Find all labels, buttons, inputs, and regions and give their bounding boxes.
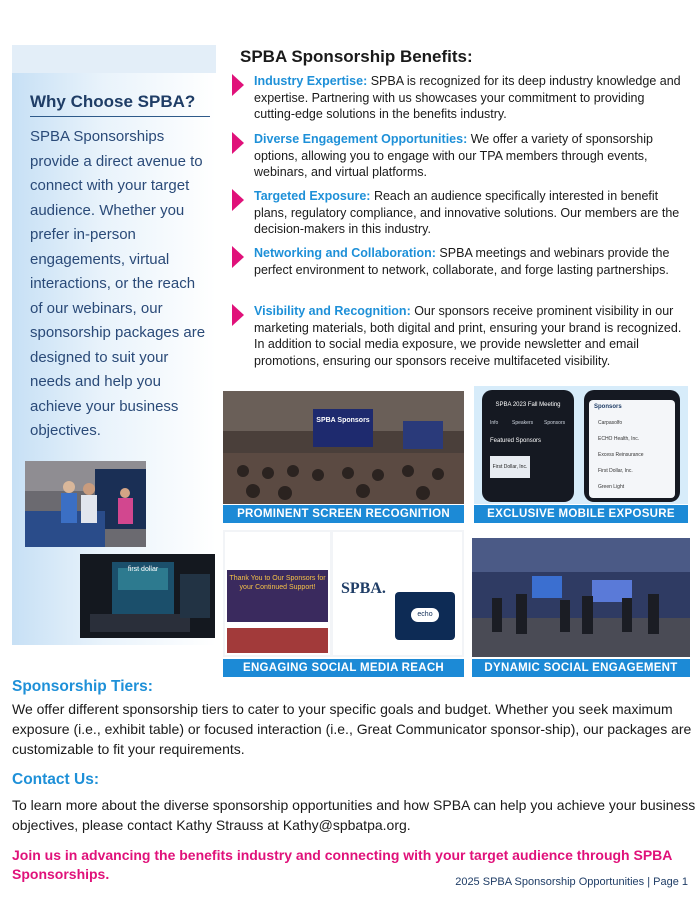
mobile-app-image: SPBA 2023 Fall Meeting Info Speakers Spo… (474, 386, 688, 504)
page-footer: 2025 SPBA Sponsorship Opportunities | Pa… (455, 876, 688, 888)
phone-section: Featured Sponsors (490, 438, 542, 444)
tiers-body: We offer different sponsorship tiers to … (12, 701, 692, 757)
benefit-lead: Visibility and Recognition: (254, 304, 411, 318)
networking-photo (472, 538, 690, 657)
benefits-title: SPBA Sponsorship Benefits: (240, 47, 473, 66)
screen-sponsors-text: SPBA Sponsors (316, 417, 370, 424)
contact-heading: Contact Us: (12, 771, 99, 788)
benefit-text: SPBA is recognized for its deep industry… (254, 74, 681, 121)
benefit-text: We offer a variety of sponsorship option… (254, 132, 653, 179)
conference-screen-photo: SPBA Sponsors (223, 391, 464, 504)
sidebar-divider (30, 116, 210, 117)
phone-mockup-right: Sponsors Carpasolfo ECHO Health, Inc. Ex… (584, 390, 680, 502)
benefit-lead: Networking and Collaboration: (254, 246, 436, 260)
phone-list-item: Excess Reinsurance (598, 452, 644, 458)
spba-logo: SPBA. (341, 580, 386, 597)
event-photo-strip (227, 628, 328, 653)
sidebar-title: Why Choose SPBA? (30, 92, 196, 111)
thank-you-banner (227, 570, 328, 622)
benefit-item: Industry Expertise: SPBA is recognized f… (232, 73, 682, 123)
pink-arrow-icon (232, 132, 244, 154)
benefit-lead: Industry Expertise: (254, 74, 368, 88)
pink-arrow-icon (232, 246, 244, 268)
echo-bubble: echo (411, 608, 439, 622)
social-post-left: Thank You to Our Sponsors for your Conti… (225, 532, 330, 655)
phone-list-item: Carpasolfo (598, 420, 623, 426)
phone-list-title: Sponsors (594, 404, 622, 410)
booth-sign-text: first dollar (127, 566, 159, 573)
phone-list-item: ECHO Health, Inc. (598, 436, 640, 442)
benefit-text: SPBA meetings and webinars provide the p… (254, 246, 670, 277)
benefit-text: Our sponsors receive prominent visibilit… (254, 304, 682, 368)
sidebar-top-band (12, 45, 216, 73)
phone-mockup-left: SPBA 2023 Fall Meeting Info Speakers Spo… (482, 390, 574, 502)
benefit-text: Reach an audience specifically intereste… (254, 189, 680, 236)
pink-arrow-icon (232, 74, 244, 96)
phone-screen (589, 400, 675, 498)
booth-photo-first-dollar: first dollar (80, 554, 215, 638)
closing-statement: Join us in advancing the benefits indust… (12, 847, 672, 882)
caption-social-engagement: DYNAMIC SOCIAL ENGAGEMENT (472, 659, 690, 677)
social-post-right: SPBA. echo (333, 532, 462, 655)
benefit-lead: Diverse Engagement Opportunities: (254, 132, 468, 146)
benefit-item: Targeted Exposure: Reach an audience spe… (232, 188, 682, 238)
thank-you-text: Thank You to Our Sponsors for your Conti… (229, 575, 326, 591)
sidebar-body: SPBA Sponsorships provide a direct avenu… (30, 128, 206, 439)
phone-sponsor-card: First Dollar, Inc. (490, 456, 530, 478)
phone-tab-speakers: Speakers (512, 420, 534, 426)
social-media-collage: Thank You to Our Sponsors for your Conti… (223, 530, 464, 657)
tiers-heading: Sponsorship Tiers: (12, 678, 153, 695)
phone-tab-sponsors: Sponsors (544, 420, 566, 426)
benefit-item: Diverse Engagement Opportunities: We off… (232, 131, 682, 181)
pink-arrow-icon (232, 304, 244, 326)
phone-header: SPBA 2023 Fall Meeting (495, 402, 561, 408)
pink-arrow-icon (232, 189, 244, 211)
benefit-item: Visibility and Recognition: Our sponsors… (232, 303, 682, 369)
phone-list-item: Green Light (598, 484, 625, 490)
caption-mobile-exposure: EXCLUSIVE MOBILE EXPOSURE (474, 505, 688, 523)
benefit-lead: Targeted Exposure: (254, 189, 371, 203)
benefit-item: Networking and Collaboration: SPBA meeti… (232, 245, 682, 278)
booth-photo-people (25, 461, 146, 547)
phone-tab-info: Info (490, 420, 499, 426)
caption-screen-recognition: PROMINENT SCREEN RECOGNITION (223, 505, 464, 523)
caption-social-reach: ENGAGING SOCIAL MEDIA REACH (223, 659, 464, 677)
contact-body: To learn more about the diverse sponsors… (12, 797, 696, 833)
phone-list-item: First Dollar, Inc. (598, 468, 633, 474)
